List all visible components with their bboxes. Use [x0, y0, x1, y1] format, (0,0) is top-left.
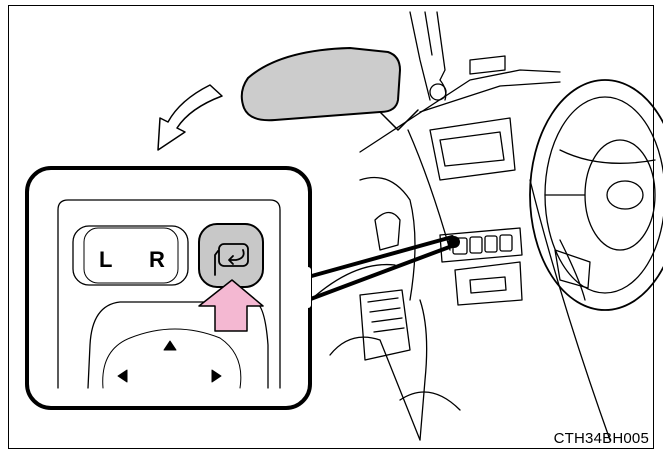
figure-frame — [8, 5, 654, 449]
press-arrow-icon — [198, 279, 264, 332]
left-label: L — [99, 247, 112, 272]
right-label: R — [149, 247, 165, 272]
callout-lines — [306, 235, 454, 302]
figure-code: CTH34BH005 — [553, 430, 649, 447]
left-arrow-icon[interactable] — [117, 369, 128, 383]
switch-location-marker — [448, 236, 460, 248]
mirror-fold-icon — [214, 243, 249, 276]
car-interior — [299, 11, 663, 441]
fold-direction-arrow — [157, 84, 223, 151]
right-arrow-icon[interactable] — [211, 369, 222, 383]
up-arrow-icon[interactable] — [163, 340, 177, 351]
side-mirror — [240, 47, 419, 131]
mirror-switch-callout: L R — [25, 166, 312, 410]
left-right-selector-switch[interactable]: L R — [72, 225, 189, 286]
mirror-fold-button[interactable] — [198, 223, 264, 288]
